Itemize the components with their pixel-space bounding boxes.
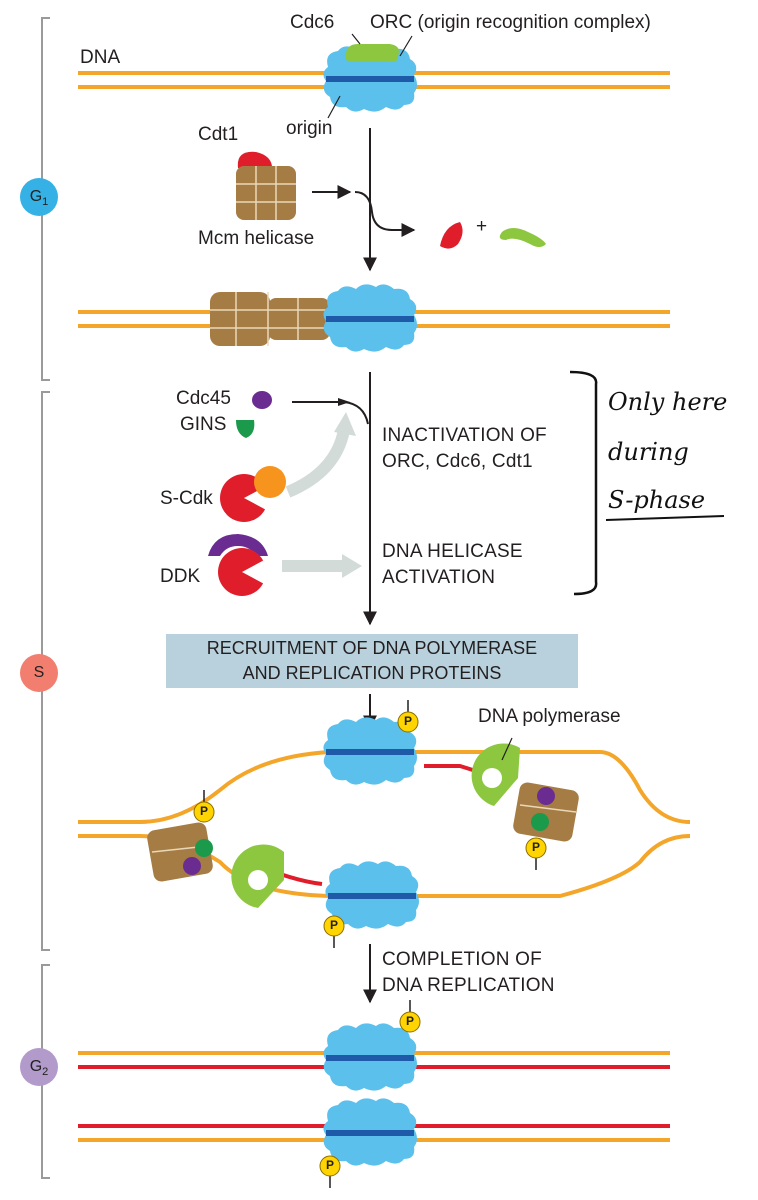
recruitment-line1: RECRUITMENT OF DNA POLYMERASE bbox=[206, 638, 538, 658]
released-cdt1 bbox=[440, 222, 463, 249]
mcm-helicase-loading bbox=[236, 166, 296, 220]
cdc6-protein bbox=[345, 44, 399, 62]
label-gins: GINS bbox=[180, 414, 227, 435]
top-orc-bubble bbox=[323, 699, 419, 785]
orc-complex-row1 bbox=[323, 44, 417, 112]
label-orc: ORC (origin recognition complex) bbox=[370, 12, 651, 33]
phase-s-badge: S bbox=[20, 654, 58, 692]
phosphate-label: P bbox=[200, 804, 209, 818]
label-cdt1: Cdt1 bbox=[198, 124, 239, 145]
mcm-double-hexamer bbox=[210, 292, 330, 346]
orc-g2-top bbox=[323, 999, 421, 1091]
handwritten-note-line2: during bbox=[608, 438, 689, 466]
loading-arrow bbox=[312, 185, 416, 237]
bottom-orc-bubble bbox=[323, 861, 419, 949]
label-dna-polymerase: DNA polymerase bbox=[478, 706, 621, 727]
label-completion-line1: COMPLETION OF bbox=[382, 949, 542, 970]
phosphate-label: P bbox=[532, 840, 541, 854]
cmg-helicase-left bbox=[147, 789, 215, 882]
phase-g2-badge: G2 bbox=[20, 1048, 58, 1086]
dna-polymerase-right bbox=[471, 743, 520, 806]
ddk-arrow bbox=[282, 554, 362, 578]
label-completion-line2: DNA REPLICATION bbox=[382, 975, 555, 996]
label-scdk: S-Cdk bbox=[160, 488, 213, 509]
handwritten-bracket bbox=[569, 370, 598, 596]
phosphate-label: P bbox=[330, 918, 339, 932]
label-mcm-helicase: Mcm helicase bbox=[198, 228, 315, 249]
label-inactivation-line2: ORC, Cdc6, Cdt1 bbox=[382, 451, 533, 472]
ddk-complex bbox=[208, 534, 268, 596]
orc-complex-row2 bbox=[323, 284, 417, 352]
scdk-complex bbox=[220, 466, 286, 522]
label-helicase-line1: DNA HELICASE bbox=[382, 541, 523, 562]
handwritten-note-line1: Only here bbox=[608, 388, 728, 416]
phosphate-label: P bbox=[326, 1158, 335, 1172]
recruitment-line2: AND REPLICATION PROTEINS bbox=[242, 663, 502, 683]
phase-g1-badge: G1 bbox=[20, 178, 58, 216]
label-cdc6: Cdc6 bbox=[290, 12, 335, 33]
phosphate-label: P bbox=[404, 714, 413, 728]
scdk-arrow bbox=[285, 412, 356, 498]
handwritten-note-line3: S-phase bbox=[608, 486, 706, 514]
label-ddk: DDK bbox=[160, 566, 201, 587]
label-cdc45: Cdc45 bbox=[176, 388, 231, 409]
label-dna: DNA bbox=[80, 47, 121, 68]
recruitment-box-text: RECRUITMENT OF DNA POLYMERASE AND REPLIC… bbox=[166, 636, 578, 686]
gins-protein bbox=[236, 420, 255, 438]
orc-g2-bottom bbox=[319, 1098, 417, 1189]
phosphate-label: P bbox=[406, 1014, 415, 1028]
released-cdc6 bbox=[499, 228, 546, 247]
recruitment-box bbox=[166, 634, 578, 688]
handwritten-underline bbox=[605, 515, 725, 521]
cmg-helicase-right bbox=[513, 782, 579, 871]
label-origin: origin bbox=[286, 118, 333, 139]
dna-polymerase-left bbox=[231, 844, 284, 908]
label-helicase-line2: ACTIVATION bbox=[382, 567, 496, 588]
cdc45-arrow bbox=[292, 398, 369, 425]
label-plus: + bbox=[476, 216, 488, 237]
label-inactivation-line1: INACTIVATION OF bbox=[382, 425, 547, 446]
cdc45-protein bbox=[252, 391, 272, 409]
